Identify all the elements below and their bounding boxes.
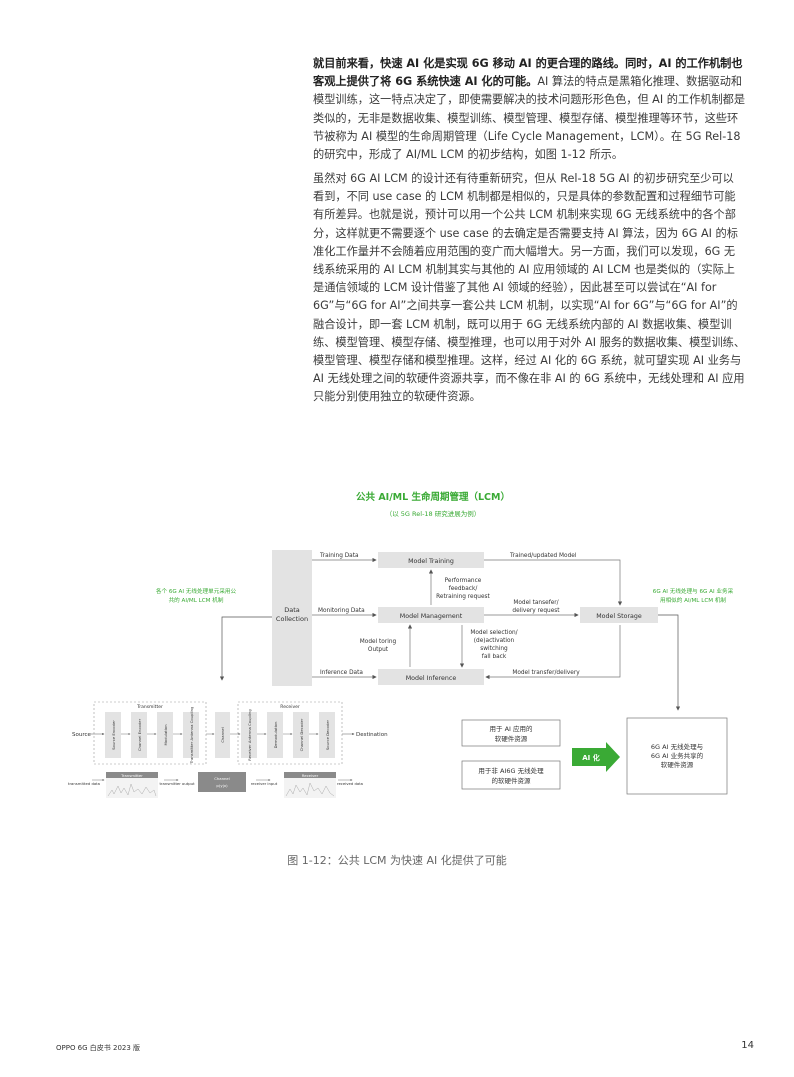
paragraph-1-bold: 就目前来看，快速 AI 化是实现 6G 移动 AI 的更合理的路线。同时，AI …	[313, 57, 743, 89]
transmitter-waveform	[107, 783, 157, 797]
tx-block-1-label: Source Encoder	[111, 720, 116, 750]
destination-label: Destination	[356, 732, 388, 738]
ai-transform-label: AI 化	[582, 753, 599, 762]
shared-resource-2: 6G AI 业务共享的	[651, 751, 704, 760]
model-management-box	[378, 607, 484, 623]
tx-block-3	[157, 712, 173, 758]
inference-data-label: Inference Data	[320, 670, 363, 676]
figure-subtitle: （以 5G Rel-18 研究进展为例）	[386, 509, 481, 518]
model-storage-label: Model Storage	[596, 613, 642, 620]
perf-feedback-3: Retraining request	[436, 594, 490, 600]
right-note-1: 6G AI 无线处理与 6G AI 业务采	[653, 587, 734, 595]
left-note-2: 共的 AI/ML LCM 机制	[169, 596, 224, 604]
received-data-label: received data	[337, 781, 363, 786]
rx-block-3-label: Channel Decoder	[299, 718, 304, 751]
model-delivery-arrow	[485, 625, 621, 680]
tx-block-4	[183, 712, 199, 758]
tx-block-1	[105, 712, 121, 758]
channel-graph	[198, 772, 246, 792]
tx-block-2	[131, 712, 147, 758]
transfer-request-1: Model tansefer/	[513, 600, 558, 606]
non-ai-resource-1: 用于非 AI6G 无线处理	[478, 766, 544, 775]
tx-blocks: Source Encoder Channel Encoder Modulatio…	[105, 706, 199, 764]
transfer-request-2: delivery request	[512, 608, 560, 614]
trained-model-label: Trained/updated Model	[509, 553, 577, 559]
source-label: Source	[72, 732, 92, 738]
model-selection-4: fall back	[482, 654, 507, 660]
shared-resource-box	[626, 717, 728, 795]
receiver-waveform	[285, 782, 335, 797]
paragraph-2: 虽然对 6G AI LCM 的设计还有待重新研究，但从 Rel-18 5G AI…	[313, 172, 746, 404]
receiver-label: Receiver	[280, 704, 300, 710]
figure-title: 公共 AI/ML 生命周期管理（LCM）	[356, 491, 510, 503]
tx-block-4-label: Transmitter Antenna Coupling	[189, 706, 194, 764]
monitoring-output-2: Output	[368, 647, 389, 653]
channel-block-label: Channel	[220, 727, 225, 743]
model-inference-box	[378, 669, 484, 685]
receiver-graph-header	[284, 772, 336, 778]
channel-graph-label-1: Channel	[214, 776, 230, 781]
trained-model-arrow	[484, 559, 623, 606]
model-selection-3: switching	[480, 646, 508, 652]
data-collection-label-2: Collection	[276, 615, 308, 623]
ai-app-resource-box	[461, 719, 561, 747]
rx-block-4-label: Source Decoder	[325, 719, 330, 750]
model-delivery-label: Model transfer/delivery	[512, 670, 580, 676]
non-ai-resource-2: 的软硬件资源	[492, 776, 532, 785]
transmitter-graph-label: Transmitter	[120, 773, 143, 778]
model-management-label: Model Management	[400, 613, 463, 620]
data-collection-block	[272, 550, 312, 686]
non-ai-resource-box	[461, 760, 561, 790]
training-data-label: Training Data	[319, 553, 359, 559]
footer-title: OPPO 6G 白皮书 2023 版	[56, 1044, 141, 1052]
receiver-frame	[237, 701, 343, 765]
page-number: 14	[741, 1040, 754, 1051]
shared-resource-1: 6G AI 无线处理与	[651, 742, 703, 751]
data-collection-label-1: Data	[284, 606, 300, 614]
right-note-2: 用相似的 AI/ML LCM 机制	[660, 596, 726, 604]
monitoring-output-1: Model toring	[360, 639, 397, 645]
figure-caption: 图 1-12：公共 LCM 为快速 AI 化提供了可能	[287, 854, 507, 867]
model-inference-label: Model Inference	[406, 675, 457, 682]
transmitted-data-label: transmitted data	[68, 781, 100, 786]
monitoring-data-label: Monitoring Data	[318, 608, 365, 614]
transmitter-label: Transmitter	[136, 704, 163, 710]
transmitter-frame	[93, 701, 207, 765]
model-selection-1: Model selection/	[470, 630, 517, 636]
rx-block-3	[293, 712, 309, 758]
rx-block-1	[241, 712, 257, 758]
left-connector-arrow	[219, 616, 272, 681]
receiver-graph-label: Receiver	[302, 773, 319, 778]
shared-resource-3: 软硬件资源	[661, 760, 694, 769]
paragraph-1: 就目前来看，快速 AI 化是实现 6G 移动 AI 的更合理的路线。同时，AI …	[313, 55, 745, 164]
model-training-label: Model Training	[408, 558, 454, 565]
model-training-box	[378, 552, 484, 568]
right-connector-arrow	[658, 614, 681, 711]
paragraph-1-rest: AI 算法的特点是黑箱化推理、数据驱动和模型训练，这一特点决定了，即使需要解决的…	[313, 75, 746, 162]
ai-app-resource-2: 软硬件资源	[495, 734, 528, 743]
rx-block-1-label: Receiver Antenna Coupling	[247, 709, 252, 761]
channel-block	[215, 712, 230, 758]
left-note-1: 各个 6G AI 无线处理单元采用公	[156, 587, 237, 595]
ai-app-resource-1: 用于 AI 应用的	[490, 724, 533, 733]
perf-feedback-1: Performance	[445, 578, 482, 584]
receiver-input-label: receiver input	[251, 781, 278, 786]
model-storage-box	[580, 607, 658, 623]
ai-transform-arrow	[572, 742, 620, 772]
perf-feedback-2: feedback/	[449, 586, 478, 592]
transmitter-output-label: transmitter output	[159, 781, 195, 786]
rx-blocks: Receiver Antenna Coupling Demodulation C…	[241, 709, 335, 761]
rx-block-4	[319, 712, 335, 758]
tx-block-2-label: Channel Encoder	[137, 718, 142, 751]
tx-block-3-label: Modulation	[163, 724, 168, 746]
lcm-figure: 公共 AI/ML 生命周期管理（LCM） （以 5G Rel-18 研究进展为例…	[68, 491, 734, 798]
rx-block-2	[267, 712, 283, 758]
rx-block-2-label: Demodulation	[273, 721, 278, 748]
model-selection-2: (de)activation	[474, 638, 515, 644]
transmitter-graph-header	[106, 772, 158, 778]
channel-graph-label-2: p(y|x)	[216, 783, 228, 788]
